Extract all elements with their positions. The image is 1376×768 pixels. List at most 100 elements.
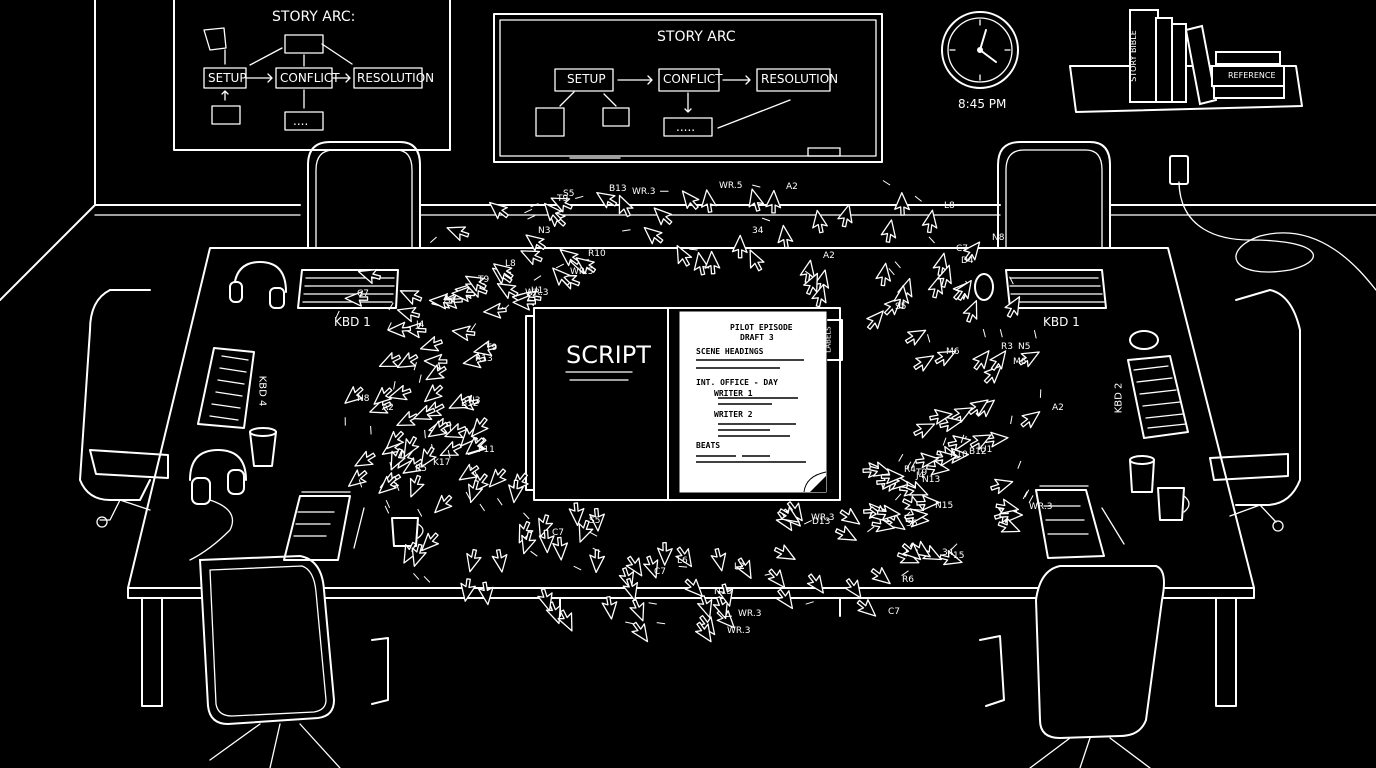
- cursor-tag: T9: [478, 275, 490, 285]
- cursor-arrow-icon: [676, 244, 693, 267]
- cursor-arrow-icon: [357, 268, 382, 284]
- right-board-dots: .....: [676, 120, 696, 134]
- motion-line: [449, 422, 451, 431]
- cursor-arrow-icon: [471, 417, 489, 437]
- cursor-arrow-icon: [373, 386, 393, 405]
- motion-line: [527, 215, 536, 220]
- cursor-arrow-icon: [424, 384, 444, 403]
- cursor-tag: N5: [1018, 342, 1031, 352]
- script-tab-label: LABELS: [824, 326, 833, 353]
- cursor-arrow-icon: [812, 209, 828, 234]
- cursor-arrow-icon: [731, 234, 748, 259]
- cursor-arrow-icon: [844, 578, 862, 599]
- cursor-arrow-icon: [390, 448, 406, 471]
- cursor-tag: K17: [433, 458, 451, 468]
- motion-line: [395, 482, 400, 491]
- cursor-arrow-icon: [538, 529, 555, 554]
- cursor-arrow-icon: [803, 272, 819, 296]
- cursor-swarm: [335, 180, 1042, 643]
- motion-line: [335, 310, 340, 319]
- cursor-tag: S5: [563, 189, 575, 199]
- cursor-tag: D4: [961, 256, 974, 266]
- cursor-arrow-icon: [521, 531, 537, 555]
- cursor-arrow-icon: [880, 219, 897, 243]
- right-board-conflict: CONFLICT: [663, 72, 723, 86]
- cursor-arrow-icon: [421, 532, 440, 552]
- cursor-tag: R10: [950, 450, 968, 460]
- cursor-arrow-icon: [916, 494, 940, 511]
- cursor-arrow-icon: [777, 224, 794, 249]
- cursor-arrow-icon: [458, 463, 480, 481]
- motion-line: [656, 622, 666, 625]
- cursor-arrow-icon: [550, 197, 573, 213]
- cursor-tag: R13: [475, 354, 493, 364]
- motion-line: [960, 434, 965, 443]
- cursor-arrow-icon: [904, 329, 927, 346]
- motion-line: [1009, 276, 1014, 285]
- cursor-arrow-icon: [444, 423, 467, 439]
- cursor-arrow-icon: [767, 568, 786, 589]
- cursor-arrow-icon: [681, 190, 700, 210]
- cursor-tag: WR.3: [811, 513, 835, 523]
- cursor-arrow-icon: [806, 573, 824, 594]
- cursor-arrow-icon: [893, 284, 910, 309]
- clock-time: 8:45 PM: [958, 97, 1007, 111]
- cursor-arrow-icon: [465, 275, 487, 292]
- cursor-tag: P11: [478, 445, 495, 455]
- cursor-arrow-icon: [434, 494, 453, 514]
- cursor-arrow-icon: [969, 434, 992, 450]
- cursor-arrow-icon: [544, 202, 562, 222]
- cursor-arrow-icon: [388, 384, 412, 401]
- cursor-tag: N13: [922, 475, 941, 485]
- motion-line: [429, 236, 437, 243]
- motion-line: [950, 543, 958, 550]
- cursor-arrow-icon: [589, 507, 605, 532]
- cursor-arrow-icon: [552, 267, 571, 286]
- cursor-tag: A2: [444, 295, 456, 305]
- cursor-arrow-icon: [399, 290, 423, 305]
- cursor-arrow-icon: [904, 508, 929, 524]
- script-writer-1: WRITER 1: [714, 389, 753, 398]
- cursor-arrow-icon: [913, 355, 935, 372]
- wall-outlet: [1169, 155, 1376, 291]
- back-chairs: [307, 141, 1111, 249]
- cursor-tag: WR.5: [719, 181, 743, 191]
- keyboards: [197, 269, 1189, 439]
- cursor-arrow-icon: [913, 423, 936, 439]
- folder-label: SCRIPT: [566, 341, 651, 369]
- motion-line: [1028, 495, 1034, 503]
- cursor-tag: N3: [538, 226, 551, 236]
- motion-line: [384, 505, 390, 514]
- script-writer-2: WRITER 2: [714, 410, 753, 419]
- cursor-tag: WR.3: [525, 288, 549, 298]
- cursor-arrow-icon: [411, 543, 427, 567]
- motion-line: [470, 323, 477, 331]
- cursor-arrow-icon: [839, 507, 861, 525]
- motion-line: [1017, 460, 1022, 469]
- motion-line: [417, 508, 423, 517]
- cursor-arrow-icon: [717, 583, 734, 607]
- cursor-tag: B13: [609, 184, 627, 194]
- right-whiteboard: [493, 13, 883, 163]
- motion-line: [530, 550, 538, 557]
- book-story-bible: STORY BIBLE: [1128, 30, 1138, 82]
- motion-line: [867, 526, 875, 533]
- motion-line: [888, 268, 895, 276]
- motion-line: [533, 275, 542, 281]
- cursor-tag: C7: [956, 244, 969, 254]
- cursor-arrow-icon: [880, 468, 905, 485]
- cursor-arrow-icon: [834, 525, 857, 541]
- cursor-arrow-icon: [643, 226, 664, 245]
- motion-line: [752, 184, 761, 188]
- kbd-left-label: KBD 4: [256, 375, 268, 407]
- cursor-arrow-icon: [618, 194, 634, 218]
- cursor-arrow-icon: [448, 393, 471, 409]
- motion-line: [1022, 491, 1028, 500]
- motion-line: [906, 461, 912, 470]
- script-page: [679, 311, 827, 493]
- cursor-arrow-icon: [684, 578, 703, 597]
- cursor-tag: WR.3: [738, 609, 762, 619]
- cursor-arrow-icon: [765, 189, 782, 214]
- cursor-arrow-icon: [856, 599, 877, 617]
